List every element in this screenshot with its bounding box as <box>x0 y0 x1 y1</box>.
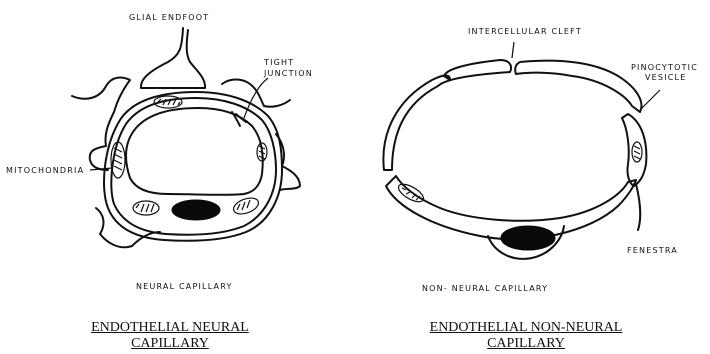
caption-neural-line1: ENDOTHELIAL NEURAL <box>20 320 320 336</box>
label-fenestra: FENESTRA <box>627 246 678 255</box>
label-junction: JUNCTION <box>263 69 313 78</box>
fenestra-membrane <box>636 184 640 230</box>
nucleus <box>172 200 220 220</box>
label-mitochondria: MITOCHONDRIA <box>6 166 84 175</box>
glial-process-lower-left <box>96 208 160 247</box>
caption-neural: ENDOTHELIAL NEURAL CAPILLARY <box>20 320 320 352</box>
label-pinocytotic: PINOCYTOTIC <box>631 63 698 72</box>
leader-pinocytotic-vesicle <box>640 90 660 110</box>
endothelium-segment-upper-right <box>515 61 641 112</box>
nucleus <box>501 226 555 250</box>
mitochondrion <box>632 142 642 162</box>
caption-neural-line2: CAPILLARY <box>20 336 320 352</box>
mitochondrion <box>133 201 159 215</box>
label-glial-endfoot: GLIAL ENDFOOT <box>129 13 209 22</box>
caption-non-neural-line2: CAPILLARY <box>376 336 676 352</box>
caption-non-neural: ENDOTHELIAL NON-NEURAL CAPILLARY <box>376 320 676 352</box>
label-vesicle: VESICLE <box>645 73 686 82</box>
endothelium-segment-right <box>622 114 646 186</box>
caption-non-neural-line1: ENDOTHELIAL NON-NEURAL <box>376 320 676 336</box>
glial-endfoot-left <box>72 78 130 170</box>
label-neural-capillary: NEURAL CAPILLARY <box>136 282 233 291</box>
mitochondrion <box>231 195 260 217</box>
endothelium-segment-upper-left <box>383 60 511 170</box>
neural-capillary-diagram: GLIAL ENDFOOT TIGHT JUNCTION MITOCHONDRI… <box>6 13 313 291</box>
label-tight: TIGHT <box>263 58 294 67</box>
non-neural-capillary-diagram: INTERCELLULAR CLEFT PINOCYTOTIC VESICLE … <box>383 27 698 293</box>
leader-intercellular-cleft <box>512 42 514 58</box>
label-non-neural-capillary: NON- NEURAL CAPILLARY <box>422 284 548 293</box>
lumen <box>126 108 263 195</box>
mitochondrion <box>154 96 182 108</box>
glial-endfoot-top <box>141 28 205 88</box>
label-intercellular-cleft: INTERCELLULAR CLEFT <box>468 27 582 36</box>
